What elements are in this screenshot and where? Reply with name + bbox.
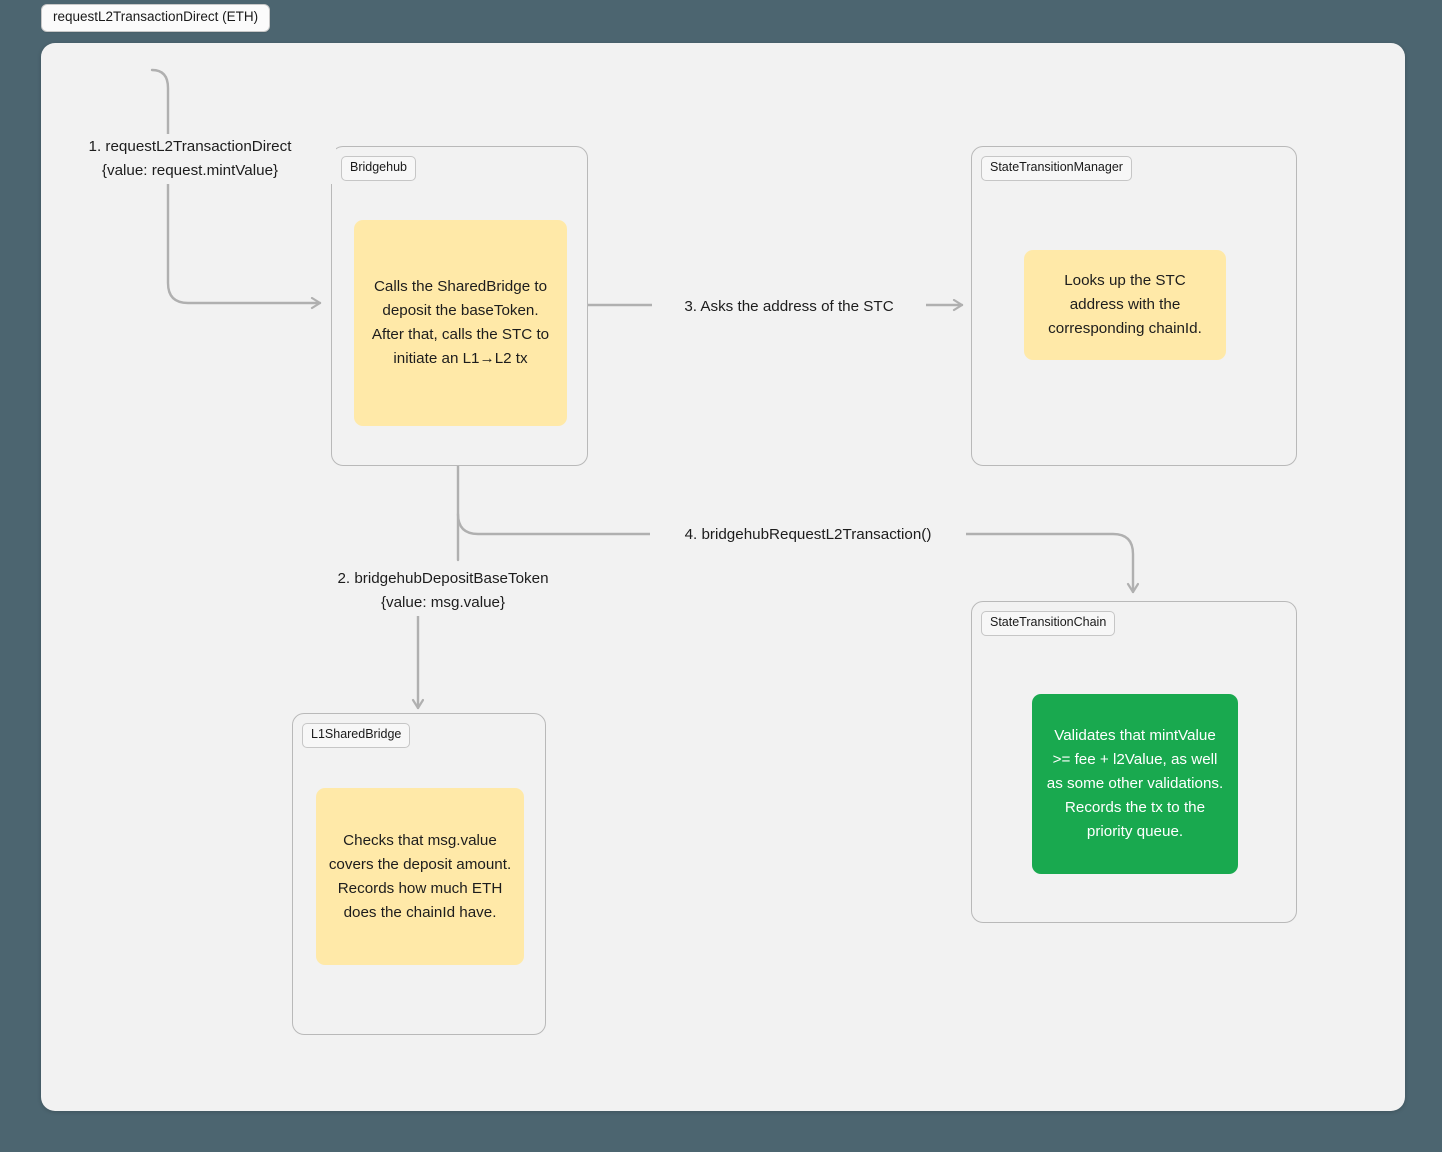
node-state-transition-manager-label: StateTransitionManager	[981, 156, 1132, 181]
node-state-transition-manager[interactable]: StateTransitionManager Looks up the STC …	[971, 146, 1297, 466]
note-state-transition-manager: Looks up the STC address with the corres…	[1024, 250, 1226, 360]
edge-label-step-3: 3. Asks the address of the STC	[652, 294, 926, 320]
edge-label-step-2: 2. bridgehubDepositBaseToken {value: msg…	[290, 566, 596, 616]
edge-label-step-4: 4. bridgehubRequestL2Transaction()	[650, 522, 966, 548]
node-state-transition-chain[interactable]: StateTransitionChain Validates that mint…	[971, 601, 1297, 923]
node-bridgehub-label: Bridgehub	[341, 156, 416, 181]
note-state-transition-chain: Validates that mintValue >= fee + l2Valu…	[1032, 694, 1238, 874]
note-bridgehub: Calls the SharedBridge to deposit the ba…	[354, 220, 567, 426]
edge-label-step-1: 1. requestL2TransactionDirect {value: re…	[44, 134, 336, 184]
node-state-transition-chain-label: StateTransitionChain	[981, 611, 1116, 636]
node-l1-shared-bridge-label: L1SharedBridge	[302, 723, 411, 748]
node-l1-shared-bridge[interactable]: L1SharedBridge Checks that msg.value cov…	[292, 713, 546, 1035]
diagram-title-badge: requestL2TransactionDirect (ETH)	[41, 4, 271, 32]
node-bridgehub[interactable]: Bridgehub Calls the SharedBridge to depo…	[331, 146, 588, 466]
note-l1-shared-bridge: Checks that msg.value covers the deposit…	[316, 788, 524, 965]
